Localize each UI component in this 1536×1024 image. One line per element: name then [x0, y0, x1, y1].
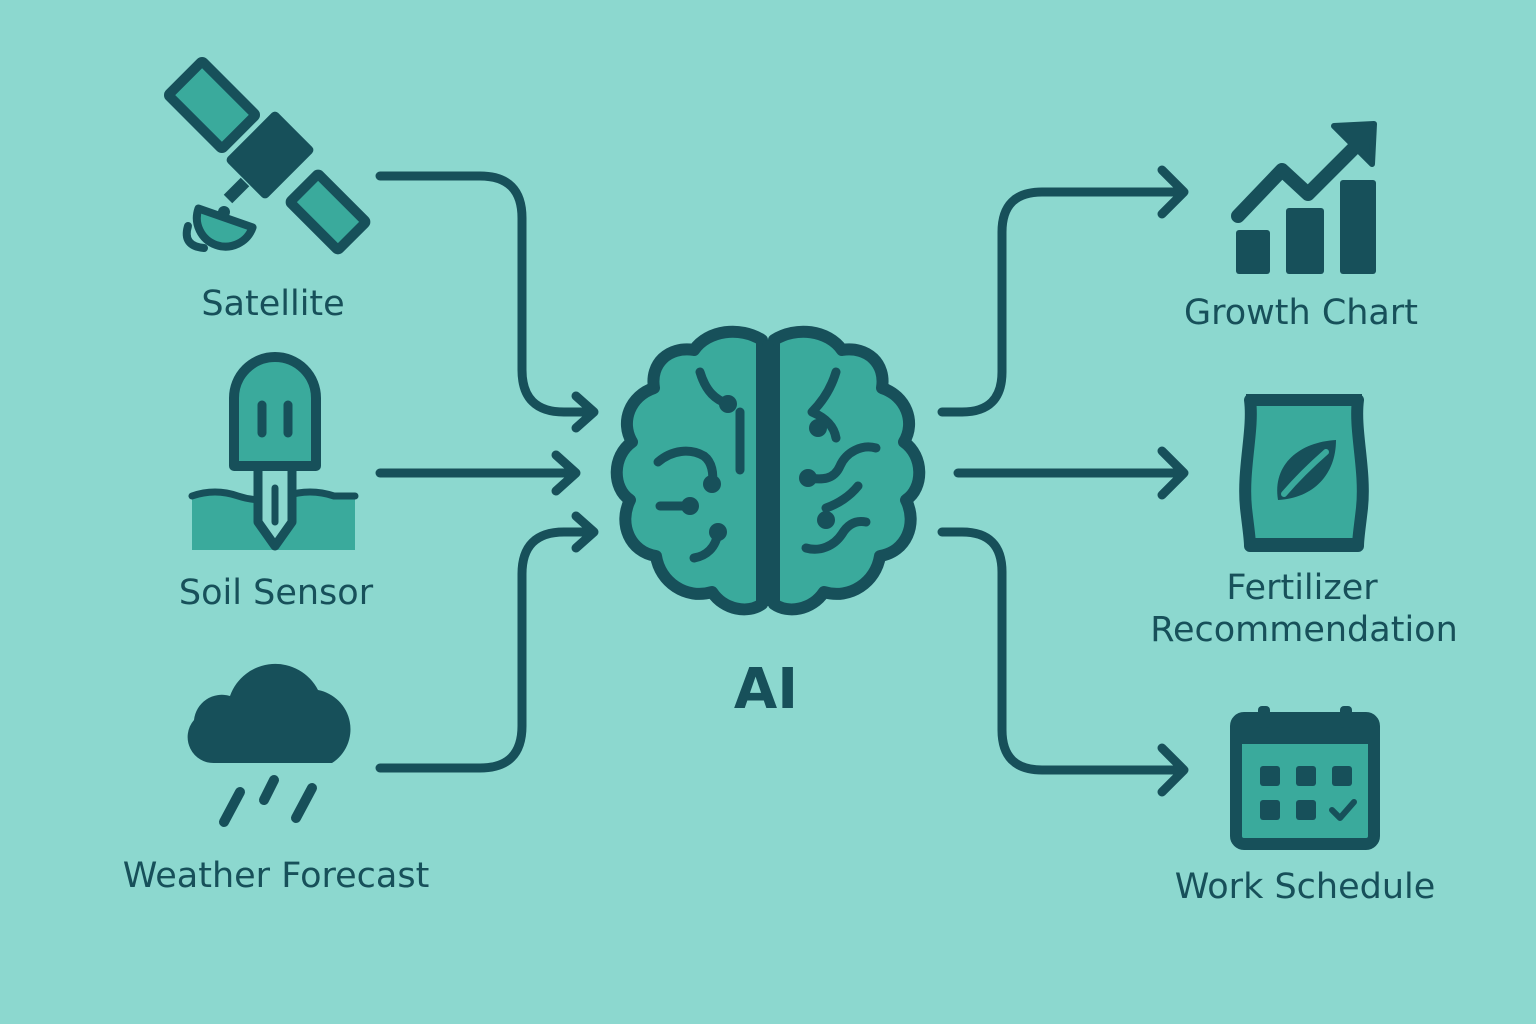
arrowhead-growth — [1157, 165, 1189, 219]
arrow-ai-to-growth — [937, 187, 1185, 417]
fertilizer-bag-icon — [1239, 394, 1369, 552]
rain-cloud-icon — [187, 663, 351, 827]
fertilizer-label-line2: Recommendation — [1150, 610, 1458, 650]
satellite-icon — [163, 56, 371, 255]
work-schedule-label: Work Schedule — [1174, 867, 1436, 907]
arrowhead-weather — [571, 511, 599, 553]
ai-label: AI — [733, 657, 799, 722]
weather-forecast-label: Weather Forecast — [122, 856, 430, 896]
fertilizer-label-line1: Fertilizer — [1226, 568, 1378, 608]
growth-chart-label: Growth Chart — [1184, 293, 1418, 333]
soil-sensor-icon — [188, 352, 359, 551]
brain-icon — [610, 325, 926, 616]
satellite-label: Satellite — [201, 284, 345, 324]
arrow-weather-to-ai — [375, 527, 595, 773]
arrow-satellite-to-ai — [375, 171, 595, 417]
arrowhead-satellite — [571, 391, 599, 433]
growth-chart-icon — [1231, 121, 1377, 274]
arrowhead-schedule — [1157, 743, 1189, 797]
soil-sensor-label: Soil Sensor — [178, 573, 374, 613]
arrowhead-fertilizer — [1157, 446, 1189, 500]
calendar-icon — [1230, 706, 1380, 850]
arrow-ai-to-schedule — [937, 527, 1185, 775]
arrowhead-soil — [551, 450, 581, 496]
